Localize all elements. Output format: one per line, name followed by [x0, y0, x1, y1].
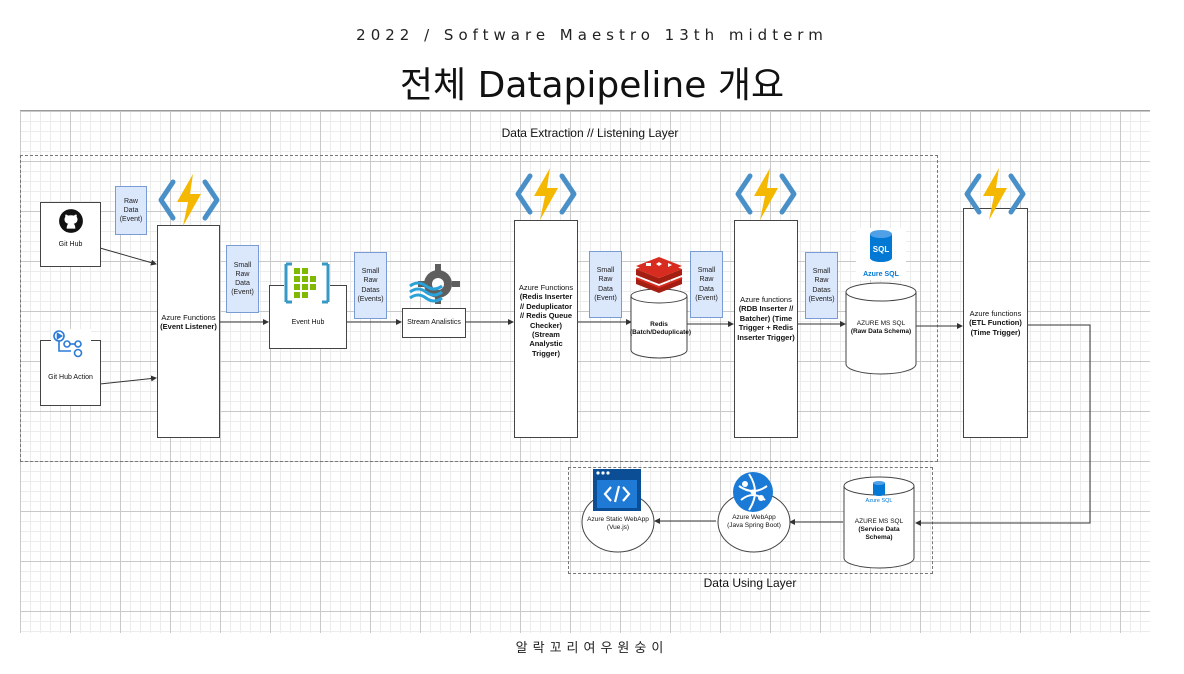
github-icon — [58, 209, 83, 233]
note-small-raw-event-1: Small Raw Data (Event) — [226, 245, 259, 313]
event-hub-icon — [284, 262, 330, 304]
webapp-label: Azure WebApp (Java Spring Boot) — [716, 514, 792, 530]
using-layer-label: Data Using Layer — [703, 576, 797, 590]
event-hub-label: Event Hub — [291, 319, 325, 326]
function-redis-detail: (Redis Inserter // Deduplicator // Redis… — [519, 292, 573, 358]
function-rdb-title: Azure functions — [740, 295, 792, 304]
sql-glyph: SQL — [873, 245, 890, 254]
azure-sql-icon — [866, 480, 892, 504]
raw-sql-title: AZURE MS SQL — [856, 320, 906, 327]
github-label: Git Hub — [58, 241, 83, 248]
redis-label: Redis (Batch/Deduplicate) — [630, 321, 692, 337]
github-action-box: Git Hub Action — [40, 329, 101, 406]
arrow-github-listener — [99, 247, 157, 266]
redis-cylinder — [630, 288, 688, 359]
page-title: 전체 Datapipeline 개요 — [399, 65, 785, 106]
raw-sql-detail: (Raw Data Schema) — [850, 328, 912, 336]
azure-functions-icon — [964, 168, 1026, 220]
function-etl-column: Azure functions (ETL Function) (Time Tri… — [963, 208, 1028, 438]
azure-webapp-icon — [733, 472, 773, 512]
function-listener-title: Azure Functions — [161, 313, 216, 322]
stream-analytics-icon — [409, 264, 460, 304]
function-redis-title: Azure Functions — [518, 283, 574, 292]
service-sql-badge: Azure SQL — [865, 498, 893, 504]
function-redis-column: Azure Functions (Redis Inserter // Dedup… — [514, 220, 578, 438]
note-small-raw-event-2: Small Raw Data (Event) — [589, 251, 622, 318]
service-sql-title: AZURE MS SQL — [854, 518, 904, 525]
note-raw-event: Raw Data (Event) — [115, 186, 147, 235]
function-rdb-detail: (RDB Inserter // Batcher) (Time Trigger … — [737, 304, 795, 342]
extraction-layer — [20, 155, 938, 462]
function-etl-detail: (ETL Function) (Time Trigger) — [969, 318, 1022, 337]
service-sql-detail: (Service Data Schema) — [858, 526, 900, 542]
arrow-action-listener — [99, 375, 157, 385]
stream-analytics-label: Stream Analistics — [407, 319, 461, 326]
note-small-raw-events-2: Small Raw Datas (Events) — [805, 252, 838, 319]
function-listener-detail: (Event Listener) — [160, 322, 217, 332]
service-sql-label: AZURE MS SQL (Service Data Schema) — [848, 518, 910, 542]
note-small-raw-events-1: Small Raw Datas (Events) — [354, 252, 387, 319]
webapp-detail: (Java Spring Boot) — [727, 522, 781, 530]
azure-sql-badge: Azure SQL — [863, 271, 899, 278]
github-action-label: Git Hub Action — [48, 374, 93, 381]
raw-sql-cylinder — [845, 282, 917, 375]
subtitle: 2022 / Software Maestro 13th midterm — [356, 26, 828, 44]
static-webapp-title: Azure Static WebApp — [587, 516, 649, 523]
function-rdb-column: Azure functions (RDB Inserter // Batcher… — [734, 220, 798, 438]
static-webapp-detail: (Vue.js) — [606, 524, 630, 532]
arrow-etl-servicesql — [915, 324, 1091, 526]
azure-functions-icon — [158, 174, 220, 226]
azure-functions-icon — [735, 168, 797, 220]
github-action-icon — [50, 329, 91, 359]
footer-text: 알락꼬리여우원숭이 — [515, 641, 669, 656]
static-webapp-label: Azure Static WebApp (Vue.js) — [580, 516, 656, 532]
azure-static-webapp-icon — [593, 469, 641, 511]
extraction-layer-label: Data Extraction // Listening Layer — [501, 126, 679, 140]
redis-icon — [635, 257, 683, 293]
stream-analytics-box: Stream Analistics — [402, 308, 466, 338]
note-small-raw-event-3: Small Raw Data (Event) — [690, 251, 723, 318]
webapp-title: Azure WebApp — [732, 514, 776, 521]
azure-sql-icon: SQL Azure SQL — [856, 228, 906, 280]
function-etl-title: Azure functions — [969, 309, 1022, 318]
using-layer — [568, 467, 933, 574]
function-listener-column: Azure Functions (Event Listener) — [157, 225, 220, 438]
github-box: Git Hub — [40, 202, 101, 267]
raw-sql-label: AZURE MS SQL (Raw Data Schema) — [845, 320, 917, 336]
azure-functions-icon — [515, 168, 577, 220]
